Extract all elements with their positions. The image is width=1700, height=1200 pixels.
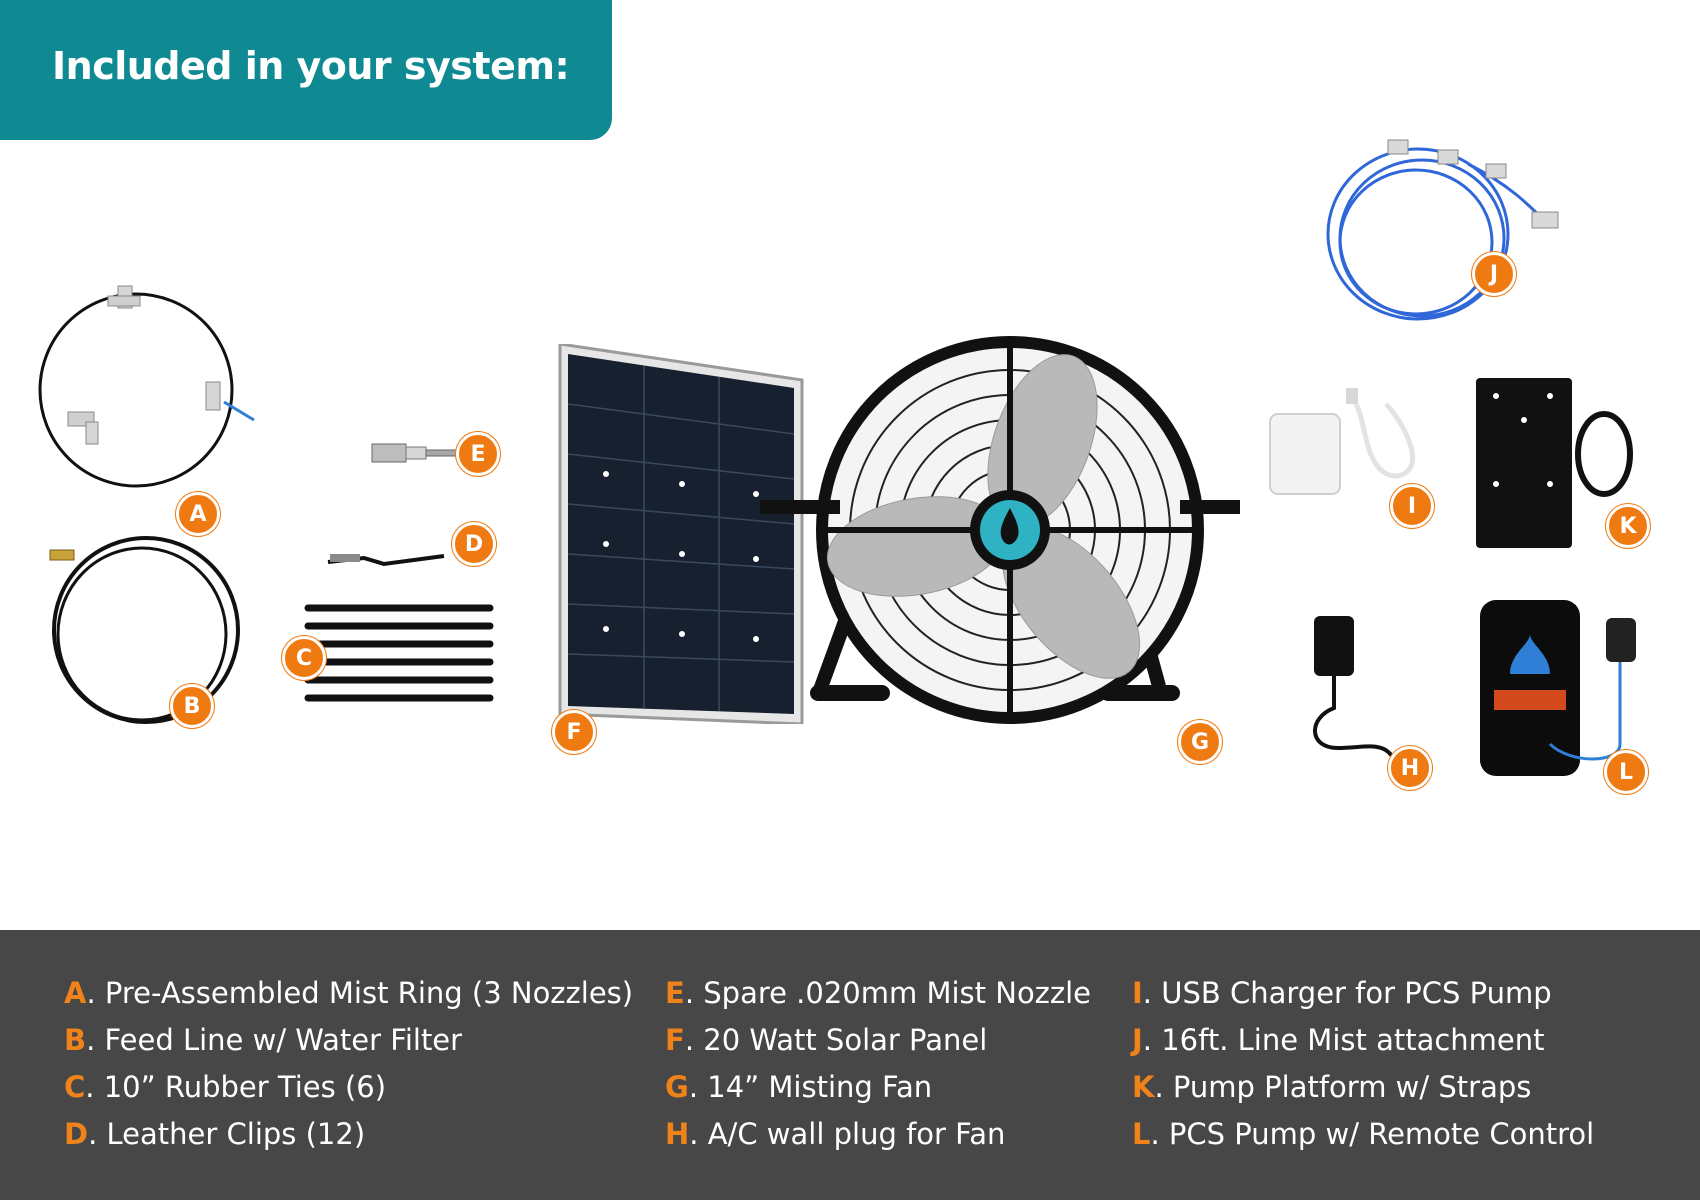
legend-item-b: B. Feed Line w/ Water Filter bbox=[64, 1023, 463, 1057]
badge-c: C bbox=[282, 636, 326, 680]
badge-h: H bbox=[1388, 746, 1432, 790]
badge-k: K bbox=[1606, 504, 1650, 548]
legend-item-k: K. Pump Platform w/ Straps bbox=[1132, 1070, 1532, 1104]
legend-column-1: A. Pre-Assembled Mist Ring (3 Nozzles) B… bbox=[64, 970, 633, 1158]
badge-f: F bbox=[552, 710, 596, 754]
component-legend: A. Pre-Assembled Mist Ring (3 Nozzles) B… bbox=[0, 930, 1700, 1200]
header-banner: Included in your system: bbox=[0, 0, 612, 140]
badge-g: G bbox=[1178, 720, 1222, 764]
badge-d: D bbox=[452, 522, 496, 566]
product-stage: A B E D C bbox=[38, 139, 1650, 794]
usb-charger-image bbox=[1269, 388, 1415, 495]
legend-item-a: A. Pre-Assembled Mist Ring (3 Nozzles) bbox=[64, 976, 634, 1010]
badge-l: L bbox=[1604, 750, 1648, 794]
legend-item-f: F. 20 Watt Solar Panel bbox=[665, 1023, 988, 1057]
leather-clip-image bbox=[327, 554, 445, 567]
legend-item-c: C. 10” Rubber Ties (6) bbox=[64, 1070, 387, 1104]
wall-plug-image bbox=[1313, 616, 1400, 769]
legend-item-d: D. Leather Clips (12) bbox=[64, 1117, 366, 1151]
solar-panel-image bbox=[558, 344, 804, 724]
badge-b: B bbox=[170, 684, 214, 728]
feed-line-image bbox=[49, 536, 240, 724]
legend-item-e: E. Spare .020mm Mist Nozzle bbox=[665, 976, 1092, 1010]
pump-platform-image bbox=[1476, 378, 1633, 548]
badge-j: J bbox=[1472, 252, 1516, 296]
legend-item-j: J. 16ft. Line Mist attachment bbox=[1132, 1023, 1545, 1057]
line-mist-attachment-image bbox=[1326, 139, 1559, 321]
spare-nozzle-image bbox=[371, 443, 457, 463]
legend-column-2: E. Spare .020mm Mist Nozzle F. 20 Watt S… bbox=[665, 970, 1091, 1158]
legend-column-3: I. USB Charger for PCS Pump J. 16ft. Lin… bbox=[1132, 970, 1594, 1158]
rubber-ties-image bbox=[304, 604, 494, 702]
badge-i: I bbox=[1390, 484, 1434, 528]
legend-item-l: L. PCS Pump w/ Remote Control bbox=[1132, 1117, 1595, 1151]
badge-a: A bbox=[176, 492, 220, 536]
mist-ring-image bbox=[38, 285, 255, 488]
legend-item-h: H. A/C wall plug for Fan bbox=[665, 1117, 1006, 1151]
legend-item-g: G. 14” Misting Fan bbox=[665, 1070, 933, 1104]
misting-fan-image bbox=[760, 336, 1240, 724]
badge-e: E bbox=[456, 432, 500, 476]
page-title: Included in your system: bbox=[52, 44, 570, 88]
legend-item-i: I. USB Charger for PCS Pump bbox=[1132, 976, 1552, 1010]
pcs-pump-image bbox=[1480, 600, 1636, 776]
